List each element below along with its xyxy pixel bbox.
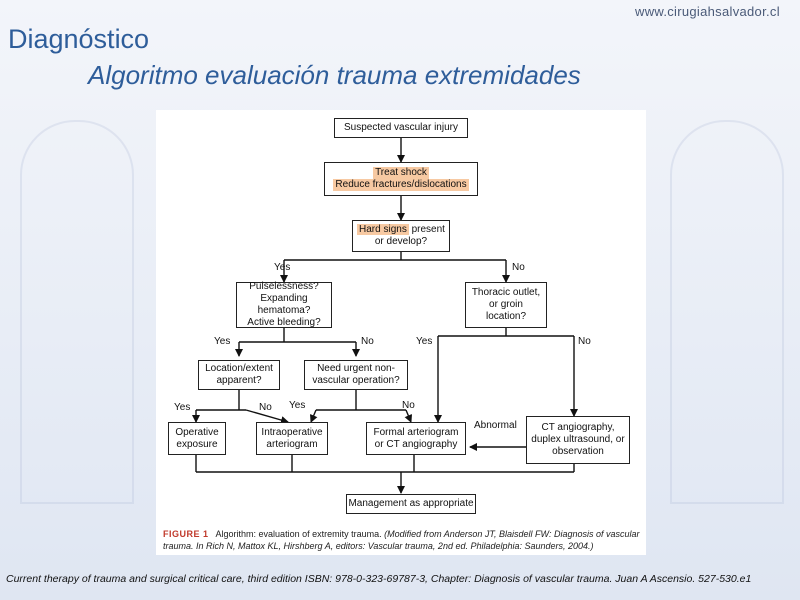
thoracic-outlet-box: Thoracic outlet, or groin location? — [465, 282, 547, 328]
figure-caption-text: Algorithm: evaluation of extremity traum… — [215, 529, 382, 539]
hard-signs-box: Hard signs present or develop? — [352, 220, 450, 252]
yes-label-urgent: Yes — [289, 400, 306, 411]
no-label-pulselessness: No — [361, 336, 374, 347]
suspected-label: Suspected vascular injury — [344, 122, 458, 133]
hard-line1: Hard signs present — [357, 224, 445, 236]
treat-line1: Treat shock — [373, 167, 429, 179]
yes-label-pulselessness: Yes — [214, 336, 231, 347]
figure-caption: FIGURE 1 Algorithm: evaluation of extrem… — [163, 528, 641, 552]
intraop-line1: Intraoperative — [261, 426, 323, 438]
formal-line2: or CT angiography — [374, 438, 458, 450]
no-label-thoracic: No — [578, 336, 591, 347]
citation: Current therapy of trauma and surgical c… — [6, 573, 752, 585]
figure-label: FIGURE 1 — [163, 529, 209, 539]
yes-label-location: Yes — [174, 402, 191, 413]
operative-line1: Operative — [175, 426, 219, 438]
background-watermark — [20, 120, 134, 504]
slide-subtitle: Algoritmo evaluación trauma extremidades — [88, 60, 581, 90]
operative-exposure-box: Operative exposure — [168, 422, 226, 455]
location-extent-box: Location/extent apparent? — [198, 360, 280, 390]
treat-shock-box: Treat shock Reduce fractures/dislocation… — [324, 162, 478, 196]
pulselessness-box: Pulselessness? Expanding hematoma? Activ… — [236, 281, 332, 328]
loc-line1: Location/extent — [205, 363, 273, 374]
pulse-line3: Active bleeding? — [247, 317, 321, 328]
intraoperative-arteriogram-box: Intraoperative arteriogram — [256, 422, 328, 455]
formal-arteriogram-box: Formal arteriogram or CT angiography — [366, 422, 466, 455]
flowchart-connectors — [192, 138, 578, 494]
ct-line3: observation — [552, 446, 604, 457]
intraop-line2: arteriogram — [266, 438, 318, 450]
operative-line2: exposure — [176, 438, 218, 450]
urgent-nonvascular-box: Need urgent non- vascular operation? — [304, 360, 408, 390]
website-url: www.cirugiahsalvador.cl — [635, 4, 780, 19]
figure-caption-source: (Modified from Anderson JT, Blaisdell FW… — [163, 529, 640, 551]
no-label-urgent: No — [402, 400, 415, 411]
urgent-line2: vascular operation? — [312, 375, 400, 386]
yes-label-thoracic: Yes — [416, 336, 433, 347]
no-label-location: No — [259, 402, 272, 413]
suspected-vascular-injury-box: Suspected vascular injury — [334, 118, 468, 138]
thoracic-line1: Thoracic outlet, — [471, 287, 541, 298]
background-watermark — [670, 120, 784, 504]
algorithm-figure: Suspected vascular injury Treat shock Re… — [156, 110, 646, 555]
no-label-hard-signs: No — [512, 262, 525, 273]
treat-line2: Reduce fractures/dislocations — [333, 179, 469, 191]
thoracic-line2: or groin — [489, 299, 523, 310]
hard-signs-highlight: Hard signs — [357, 224, 409, 235]
formal-line1: Formal arteriogram — [373, 426, 459, 438]
ct-line2: duplex ultrasound, or — [531, 434, 625, 445]
pulse-line2: Expanding hematoma? — [257, 293, 311, 316]
abnormal-label: Abnormal — [474, 420, 517, 431]
loc-line2: apparent? — [216, 375, 262, 386]
ct-line1: CT angiography, — [541, 422, 615, 433]
ct-angiography-box: CT angiography, duplex ultrasound, or ob… — [526, 416, 630, 464]
thoracic-line3: location? — [485, 311, 527, 322]
management-label: Management as appropriate — [348, 498, 474, 509]
pulse-line1: Pulselessness? — [249, 281, 319, 292]
slide-title: Diagnóstico — [8, 24, 150, 54]
hard-line1-rest: present — [408, 224, 445, 235]
yes-label-hard-signs: Yes — [274, 262, 291, 273]
management-box: Management as appropriate — [346, 494, 476, 514]
urgent-line1: Need urgent non- — [317, 363, 395, 374]
hard-line2: or develop? — [374, 236, 428, 247]
